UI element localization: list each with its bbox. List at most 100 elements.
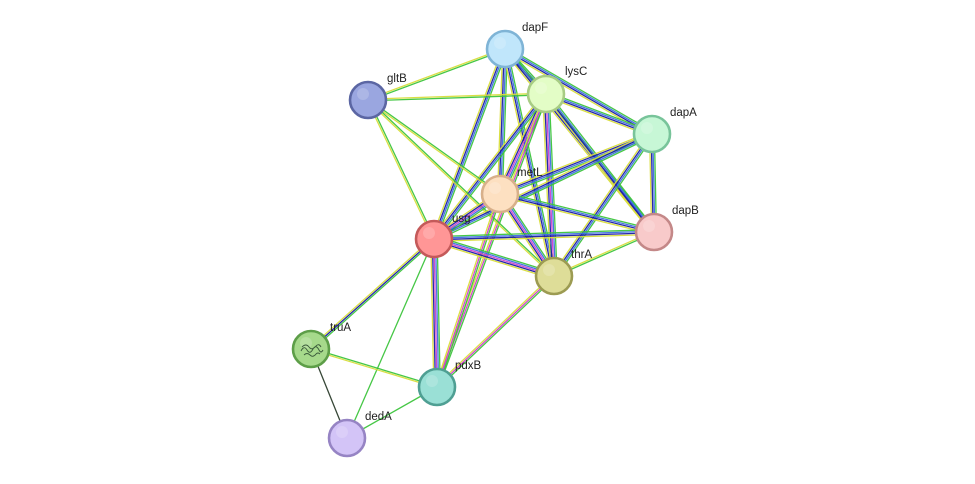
- node-truA[interactable]: truA: [291, 322, 351, 369]
- node-dapB[interactable]: dapB: [634, 205, 699, 252]
- edge-evidence-line: [436, 193, 501, 388]
- edge-evidence-line: [434, 235, 556, 274]
- edge-evidence-line: [433, 238, 438, 388]
- edge-evidence-line: [545, 92, 656, 233]
- edge-evidence-line: [433, 132, 653, 239]
- edge-lysC-gltB[interactable]: [367, 92, 547, 102]
- edge-dapF-gltB[interactable]: [367, 47, 506, 102]
- edge-evidence-line: [433, 93, 548, 241]
- edge-evidence-line: [503, 49, 653, 136]
- edge-evidence-line: [367, 98, 556, 277]
- node-circle[interactable]: [526, 74, 566, 114]
- edge-evidence-line: [504, 47, 656, 233]
- edge-evidence-line: [555, 134, 655, 279]
- edge-evidence-line: [432, 241, 554, 280]
- edge-evidence-line: [498, 48, 505, 195]
- node-highlight: [494, 37, 506, 49]
- node-circle[interactable]: [348, 80, 388, 120]
- node-highlight: [423, 227, 435, 239]
- edge-evidence-line: [437, 276, 556, 389]
- node-dedA[interactable]: dedA: [327, 411, 392, 458]
- edge-dapF-metL[interactable]: [496, 48, 509, 195]
- edge-evidence-line: [503, 48, 655, 234]
- edge-lysC-usg[interactable]: [431, 91, 549, 242]
- node-highlight: [489, 182, 501, 194]
- edge-evidence-line: [552, 132, 652, 277]
- node-circle[interactable]: [327, 418, 367, 458]
- edge-evidence-line: [543, 94, 653, 235]
- node-label: dapA: [670, 107, 697, 119]
- edge-evidence-line: [437, 93, 549, 389]
- edge-evidence-line: [367, 94, 547, 102]
- edge-evidence-line: [498, 131, 652, 193]
- network-edges: [309, 46, 658, 439]
- edge-evidence-line: [310, 349, 438, 389]
- node-thrA[interactable]: thrA: [534, 249, 592, 296]
- edge-evidence-line: [434, 135, 654, 242]
- node-lysC[interactable]: lysC: [526, 66, 587, 114]
- edge-evidence-line: [432, 48, 505, 240]
- edge-evidence-line: [545, 93, 555, 277]
- node-usg[interactable]: usg: [414, 213, 471, 259]
- node-gltB[interactable]: gltB: [348, 73, 407, 120]
- node-label: pdxB: [455, 360, 482, 372]
- node-label: dedA: [365, 411, 392, 423]
- edge-evidence-line: [433, 238, 555, 277]
- node-circle[interactable]: [485, 29, 525, 69]
- edge-evidence-line: [346, 238, 435, 439]
- edge-metL-dapB[interactable]: [498, 191, 656, 235]
- node-circle[interactable]: [417, 367, 457, 407]
- node-label: dapF: [522, 22, 548, 34]
- node-circle[interactable]: [634, 212, 674, 252]
- edge-evidence-line: [500, 48, 507, 195]
- edge-evidence-line: [498, 195, 655, 235]
- edge-metL-pdxB[interactable]: [434, 192, 503, 389]
- edge-evidence-line: [311, 239, 436, 351]
- node-circle[interactable]: [480, 174, 520, 214]
- node-circle[interactable]: [534, 256, 574, 296]
- edge-evidence-line: [499, 192, 655, 232]
- edge-usg-pdxB[interactable]: [430, 238, 441, 388]
- node-circle[interactable]: [632, 114, 672, 154]
- protein-structure-icon: [300, 344, 324, 357]
- node-dapA[interactable]: dapA: [632, 107, 697, 154]
- edge-evidence-line: [502, 48, 553, 278]
- edge-evidence-line: [430, 238, 435, 388]
- node-circle[interactable]: [414, 219, 454, 259]
- edge-truA-pdxB[interactable]: [310, 347, 438, 389]
- edge-lysC-dapB[interactable]: [543, 91, 657, 235]
- edge-evidence-line: [436, 238, 441, 388]
- edge-evidence-line: [431, 238, 437, 388]
- node-highlight: [535, 82, 547, 94]
- edge-usg-dapB[interactable]: [433, 228, 655, 243]
- node-highlight: [357, 88, 369, 100]
- node-dapF[interactable]: dapF: [485, 22, 548, 69]
- edge-evidence-line: [506, 46, 657, 232]
- edge-evidence-line: [367, 92, 547, 100]
- edge-usg-truA[interactable]: [309, 237, 436, 351]
- edge-evidence-line: [437, 193, 503, 389]
- edge-gltB-metL[interactable]: [366, 98, 502, 196]
- edge-usg-dedA[interactable]: [346, 238, 435, 439]
- edge-gltB-usg[interactable]: [366, 99, 436, 240]
- edge-dapA-thrA[interactable]: [551, 131, 655, 279]
- edge-thrA-pdxB[interactable]: [435, 274, 556, 389]
- edge-gltB-thrA[interactable]: [366, 98, 556, 278]
- edge-dapF-usg[interactable]: [431, 47, 508, 241]
- edge-usg-thrA[interactable]: [432, 235, 556, 280]
- edge-dapF-dapB[interactable]: [502, 46, 657, 235]
- edge-evidence-line: [496, 48, 504, 195]
- edge-evidence-line: [554, 133, 654, 278]
- node-label: dapB: [672, 205, 699, 217]
- edge-evidence-line: [434, 238, 440, 388]
- edge-evidence-line: [505, 46, 654, 133]
- edge-evidence-line: [499, 191, 656, 231]
- node-pdxB[interactable]: pdxB: [417, 360, 482, 407]
- edge-evidence-line: [432, 239, 555, 279]
- edge-evidence-line: [551, 131, 651, 276]
- node-metL[interactable]: metL: [480, 167, 543, 214]
- edge-evidence-line: [504, 47, 654, 134]
- node-label: gltB: [387, 73, 407, 85]
